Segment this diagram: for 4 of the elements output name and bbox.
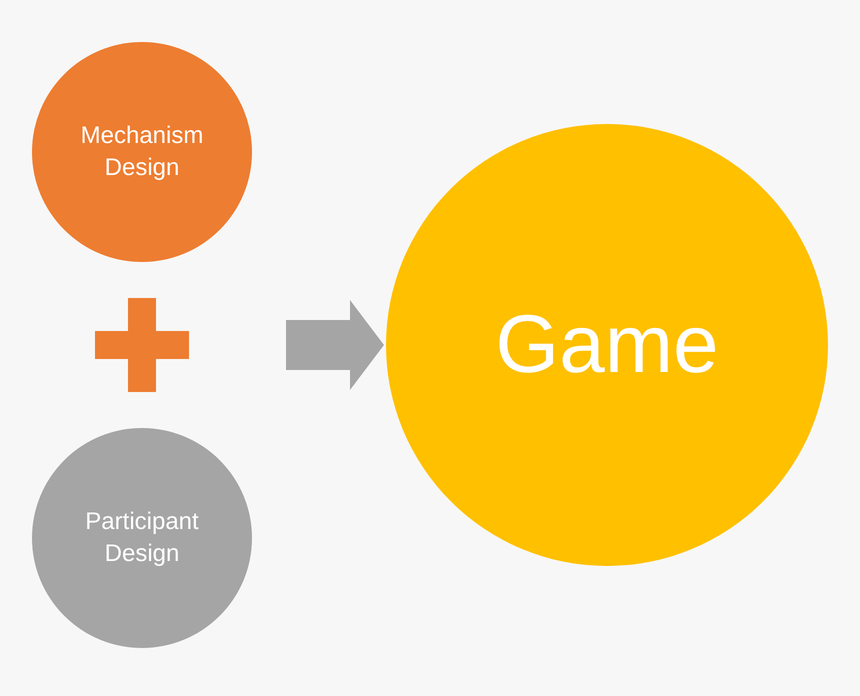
node-label: Participant Design	[84, 506, 200, 569]
node-label: Game	[495, 298, 719, 392]
arrow	[286, 300, 384, 390]
node-label: Mechanism Design	[80, 120, 204, 183]
